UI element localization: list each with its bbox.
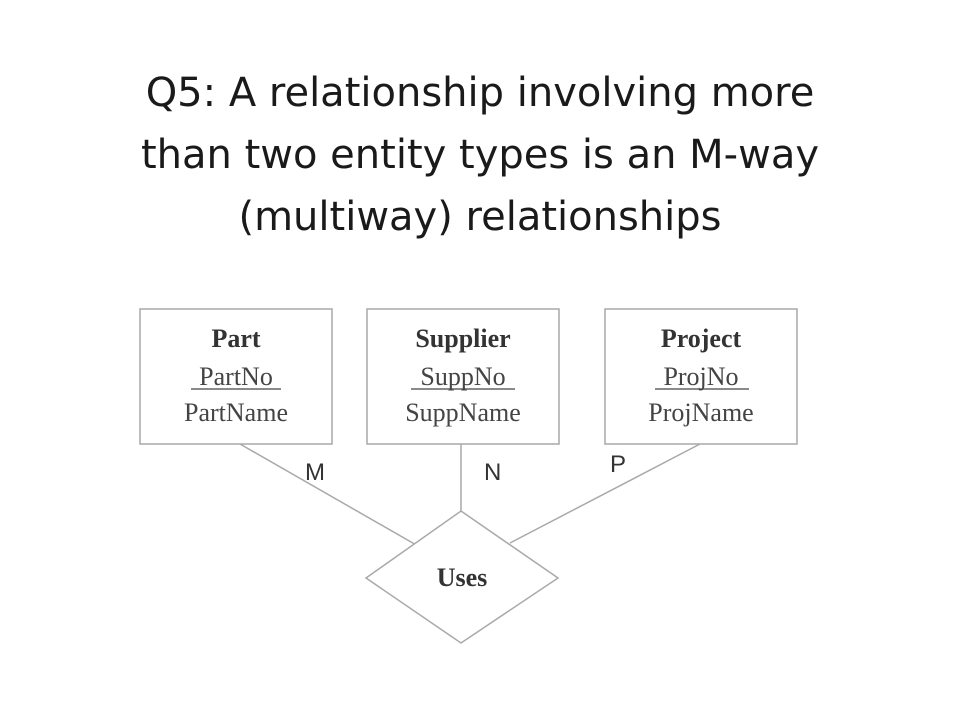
- entity-part: Part PartNo PartName: [139, 308, 333, 445]
- title-line-3: (multiway) relationships: [238, 194, 722, 240]
- entity-part-name: Part: [211, 324, 260, 353]
- title-line-1: Q5: A relationship involving more: [145, 70, 815, 116]
- entity-supplier-key: SuppNo: [420, 362, 505, 391]
- entity-project-attr: ProjName: [648, 398, 753, 427]
- entity-part-box: [139, 308, 333, 445]
- entity-supplier-name: Supplier: [415, 324, 510, 353]
- cardinality-supplier: N: [484, 459, 501, 486]
- entity-project-key: ProjNo: [663, 362, 738, 391]
- entity-part-key: PartNo: [199, 362, 273, 391]
- entity-project-name: Project: [661, 324, 742, 353]
- project-uses-link: [509, 443, 701, 544]
- entity-project-box: [604, 308, 798, 445]
- title-line-2: than two entity types is an M-way: [140, 132, 820, 178]
- entity-supplier-box: [366, 308, 560, 445]
- entity-project: Project ProjNo ProjName: [604, 308, 798, 445]
- cardinality-project: P: [610, 451, 626, 478]
- entity-supplier: Supplier SuppNo SuppName: [366, 308, 560, 445]
- relationship-diamond: [364, 510, 560, 644]
- part-uses-link: [239, 443, 419, 547]
- relationship-name: Uses: [437, 563, 488, 592]
- entity-supplier-attr: SuppName: [405, 398, 521, 427]
- relationship-uses: Uses: [364, 510, 560, 644]
- slide-title: Q5: A relationship involving more than t…: [40, 62, 920, 248]
- entity-part-attr: PartName: [184, 398, 288, 427]
- cardinality-part: M: [305, 459, 325, 486]
